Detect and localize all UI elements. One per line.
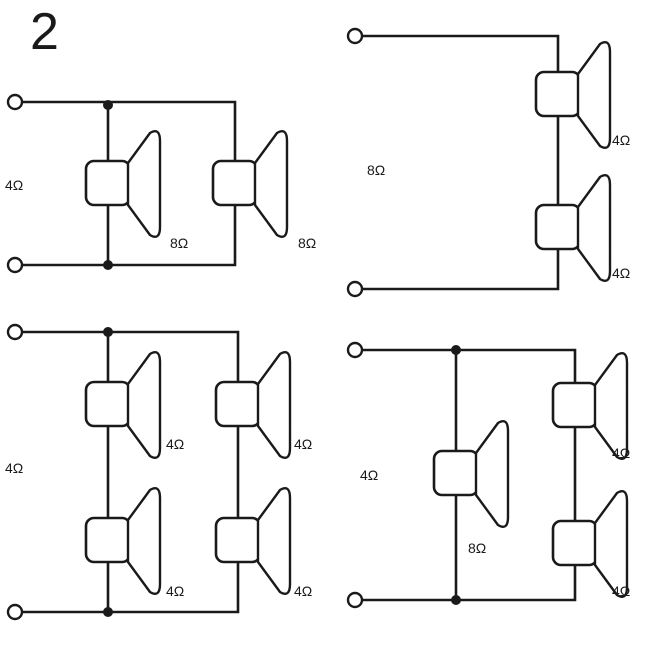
speaker-impedance-label: 4Ω	[294, 583, 312, 599]
speaker-impedance-label: 4Ω	[166, 436, 184, 452]
speaker-impedance-label: 8Ω	[298, 235, 316, 251]
junction-node	[451, 345, 461, 355]
circuit-series-parallel-wires	[20, 330, 240, 614]
junction-node	[103, 100, 113, 110]
speaker-impedance-label: 4Ω	[294, 436, 312, 452]
terminal-input	[346, 341, 364, 359]
speaker-impedance-label: 4Ω	[166, 583, 184, 599]
loudspeaker-icon	[211, 129, 289, 239]
loudspeaker-icon	[84, 350, 162, 460]
speaker-impedance-label: 4Ω	[612, 265, 630, 281]
total-impedance-label: 4Ω	[5, 177, 23, 193]
loudspeaker-icon	[214, 486, 292, 596]
loudspeaker-icon	[432, 419, 510, 529]
speaker-impedance-label: 4Ω	[612, 583, 630, 599]
junction-node	[103, 327, 113, 337]
terminal-input	[6, 323, 24, 341]
loudspeaker-icon	[551, 489, 629, 599]
terminal-input	[6, 603, 24, 621]
figure-number: 2	[30, 3, 59, 61]
terminal-input	[6, 256, 24, 274]
terminal-input	[346, 280, 364, 298]
circuit-mixed: 4Ω 8Ω 4Ω 4Ω	[346, 341, 630, 609]
loudspeaker-icon	[84, 129, 162, 239]
speaker-impedance-label: 4Ω	[612, 132, 630, 148]
terminal-input	[6, 93, 24, 111]
circuit-parallel: 4Ω 8Ω 8Ω	[5, 93, 316, 274]
speaker-impedance-label: 8Ω	[468, 540, 486, 556]
speaker-impedance-label: 8Ω	[170, 235, 188, 251]
circuit-series: 8Ω 4Ω 4Ω	[346, 27, 630, 298]
total-impedance-label: 4Ω	[360, 467, 378, 483]
total-impedance-label: 8Ω	[367, 162, 385, 178]
loudspeaker-icon	[551, 351, 629, 461]
terminal-input	[346, 591, 364, 609]
terminal-input	[346, 27, 364, 45]
junction-node	[451, 595, 461, 605]
loudspeaker-icon	[84, 486, 162, 596]
loudspeaker-icon	[534, 40, 612, 150]
loudspeaker-icon	[534, 173, 612, 283]
junction-node	[103, 607, 113, 617]
junction-node	[103, 260, 113, 270]
total-impedance-label: 4Ω	[5, 460, 23, 476]
loudspeaker-icon	[214, 350, 292, 460]
circuit-series-wires	[360, 34, 560, 291]
circuit-series-parallel: 4Ω 4Ω 4Ω 4Ω 4Ω	[5, 323, 312, 621]
speaker-impedance-label: 4Ω	[612, 445, 630, 461]
